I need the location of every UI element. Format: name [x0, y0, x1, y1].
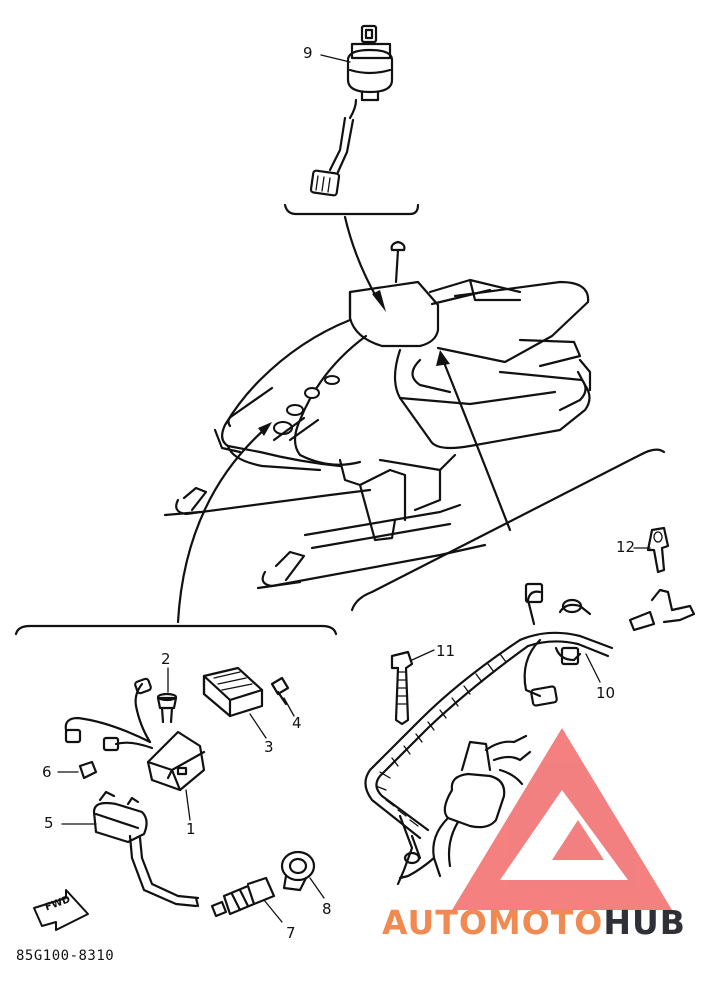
leader-4: [283, 697, 295, 717]
screw-part: [270, 676, 290, 706]
ignition-coil-part: [92, 790, 200, 908]
leader-11: [411, 649, 435, 661]
left-detail-bracket: [14, 624, 338, 636]
callout-8: 8: [322, 900, 332, 918]
callout-4: 4: [292, 714, 302, 732]
leader-7: [263, 899, 283, 923]
spark-plug-part: [210, 876, 276, 918]
plug-cap-part: [280, 850, 316, 892]
clip-part: [646, 526, 670, 574]
watermark-text: AUTOMOTOHUB: [382, 903, 686, 942]
callout-7: 7: [286, 924, 296, 942]
regulator-part: [202, 666, 264, 718]
main-switch-part: [309, 24, 394, 197]
document-code: 85G100-8310: [16, 948, 115, 964]
wire-harness-part: [364, 582, 614, 886]
callout-2: 2: [161, 650, 171, 668]
watermark-part-auto: AUTO: [382, 903, 488, 942]
leader-10: [585, 653, 601, 683]
callout-3: 3: [264, 738, 274, 756]
cdi-unit-part: [64, 677, 206, 792]
switch-assembly-part: [398, 734, 532, 880]
callout-10: 10: [596, 684, 616, 702]
right-detail-bracket: [350, 448, 666, 612]
bracket-part: [628, 588, 696, 632]
band-part: [390, 650, 414, 726]
bolt-part: [156, 692, 178, 724]
top-detail-bracket: [283, 203, 420, 216]
callout-5: 5: [44, 814, 54, 832]
leader-9: [320, 54, 351, 63]
leader-8: [309, 877, 325, 899]
watermark-part-moto: MOTO: [487, 903, 604, 942]
leader-3: [249, 713, 267, 739]
callout-11: 11: [436, 642, 456, 660]
callout-12: 12: [616, 538, 636, 556]
watermark-part-hub: HUB: [603, 903, 686, 942]
callout-6: 6: [42, 763, 52, 781]
leader-1: [185, 789, 191, 821]
snowmobile-outline: [163, 240, 592, 590]
callout-9: 9: [303, 44, 313, 62]
forward-arrow-icon: [33, 889, 89, 931]
watermark-logo-icon: [452, 728, 672, 910]
nut-part: [78, 760, 98, 780]
callout-1: 1: [186, 820, 196, 838]
